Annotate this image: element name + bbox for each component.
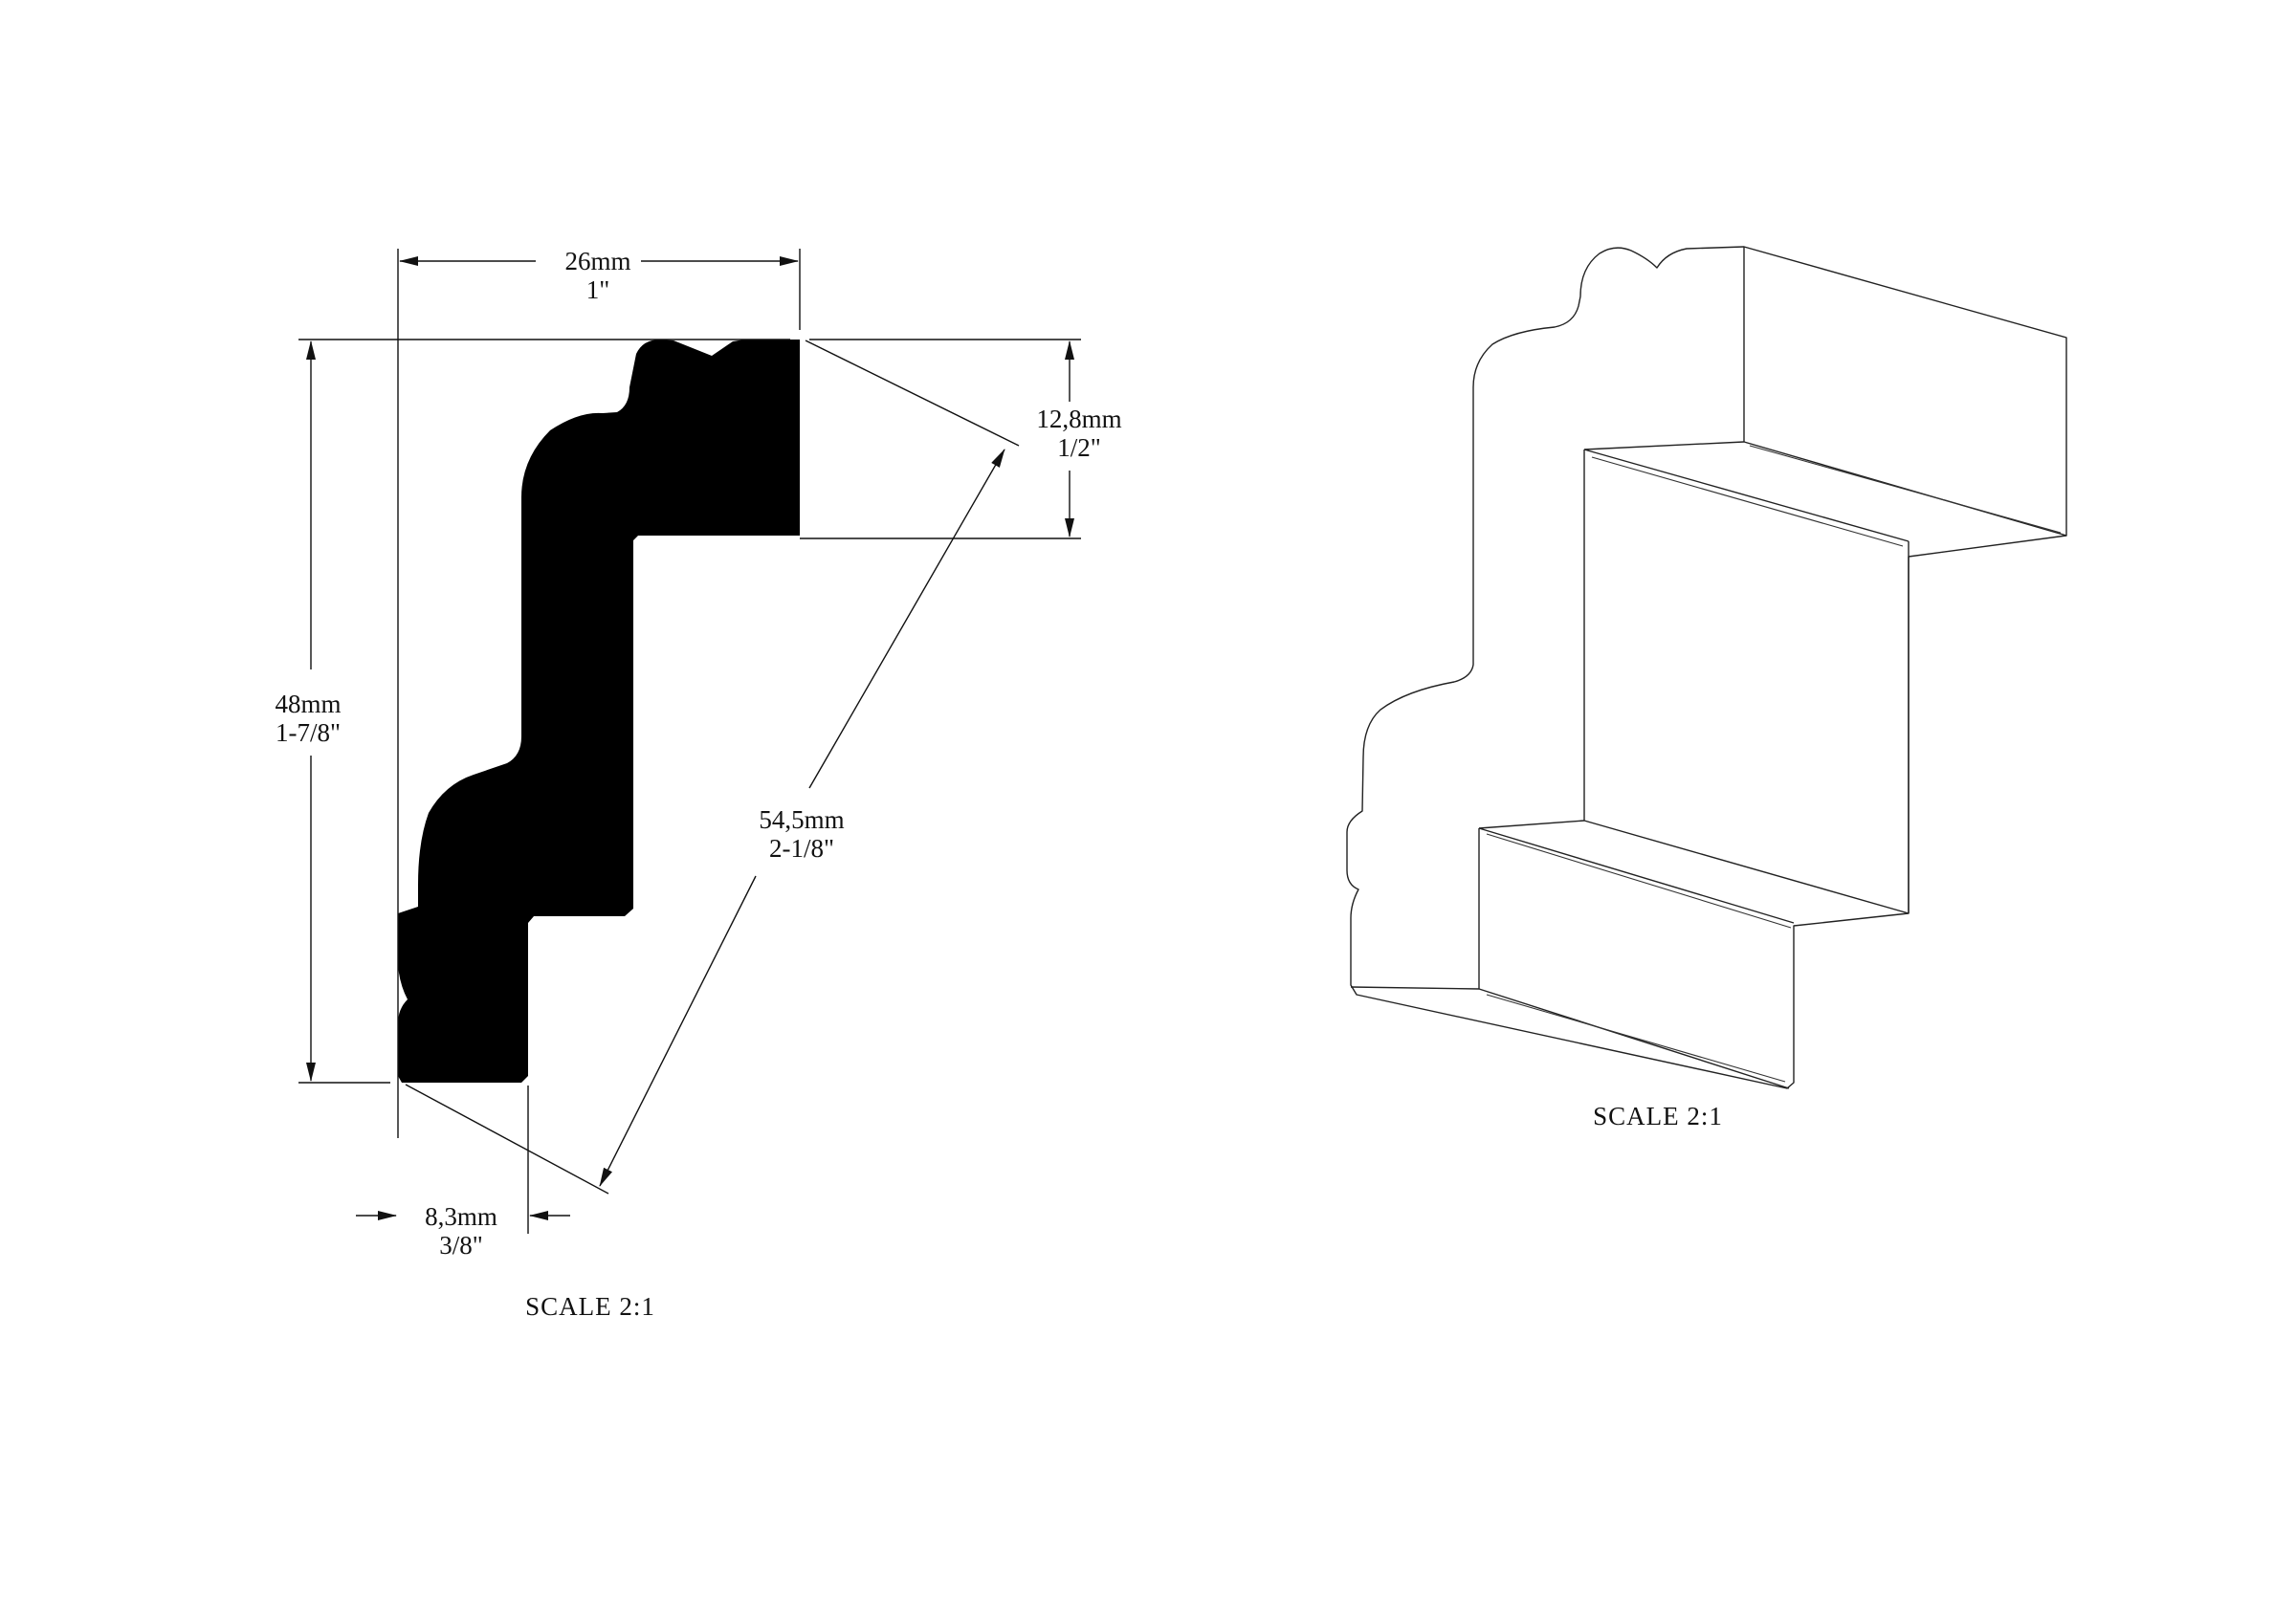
iso-step1-top-left (1583, 441, 1745, 450)
iso-scale-label: SCALE 2:1 (1593, 1102, 1723, 1130)
iso-step2-mid (1583, 820, 1910, 914)
dim-width-metric: 26mm (564, 247, 630, 275)
dim-diagonal-imperial: 2-1/8" (769, 834, 834, 863)
dim-base-metric: 8,3mm (425, 1202, 497, 1231)
dim-diagonal-upper-arrow (808, 449, 1005, 789)
ext-diag-bottom (405, 1084, 609, 1195)
iso-bottom-edge-long (1478, 988, 1790, 1089)
dim-height-imperial: 1-7/8" (276, 718, 341, 747)
isometric-view: SCALE 2:1 (1346, 246, 2067, 1130)
moulding-profile-section (398, 340, 800, 1083)
dim-projection-imperial: 1/2" (1057, 433, 1101, 462)
dim-base-imperial: 3/8" (439, 1231, 483, 1260)
profile-view: 26mm 1" 48mm 1-7/8" 12,8mm 1/2" 54,5mm 2… (275, 247, 1121, 1321)
dim-diagonal-metric: 54,5mm (759, 805, 844, 834)
dim-diagonal-lower-arrow (599, 875, 757, 1187)
iso-step2-top-left (1478, 820, 1585, 829)
iso-step2-top-inner (1486, 833, 1792, 929)
iso-step2-top-edge (1478, 827, 1795, 924)
iso-bottom-edge (1350, 986, 1480, 990)
dim-projection-metric: 12,8mm (1036, 405, 1121, 433)
iso-outline (1346, 246, 2067, 1089)
iso-bottom-inner (1486, 994, 1786, 1083)
profile-scale-label: SCALE 2:1 (525, 1292, 655, 1321)
iso-step1-top-inner (1591, 456, 1904, 547)
iso-top-face-inner (1749, 445, 2062, 534)
iso-step1-top-edge (1583, 449, 1910, 542)
dim-width-imperial: 1" (586, 275, 610, 304)
dim-height-metric: 48mm (275, 690, 341, 718)
ext-diag-top (805, 340, 1020, 447)
